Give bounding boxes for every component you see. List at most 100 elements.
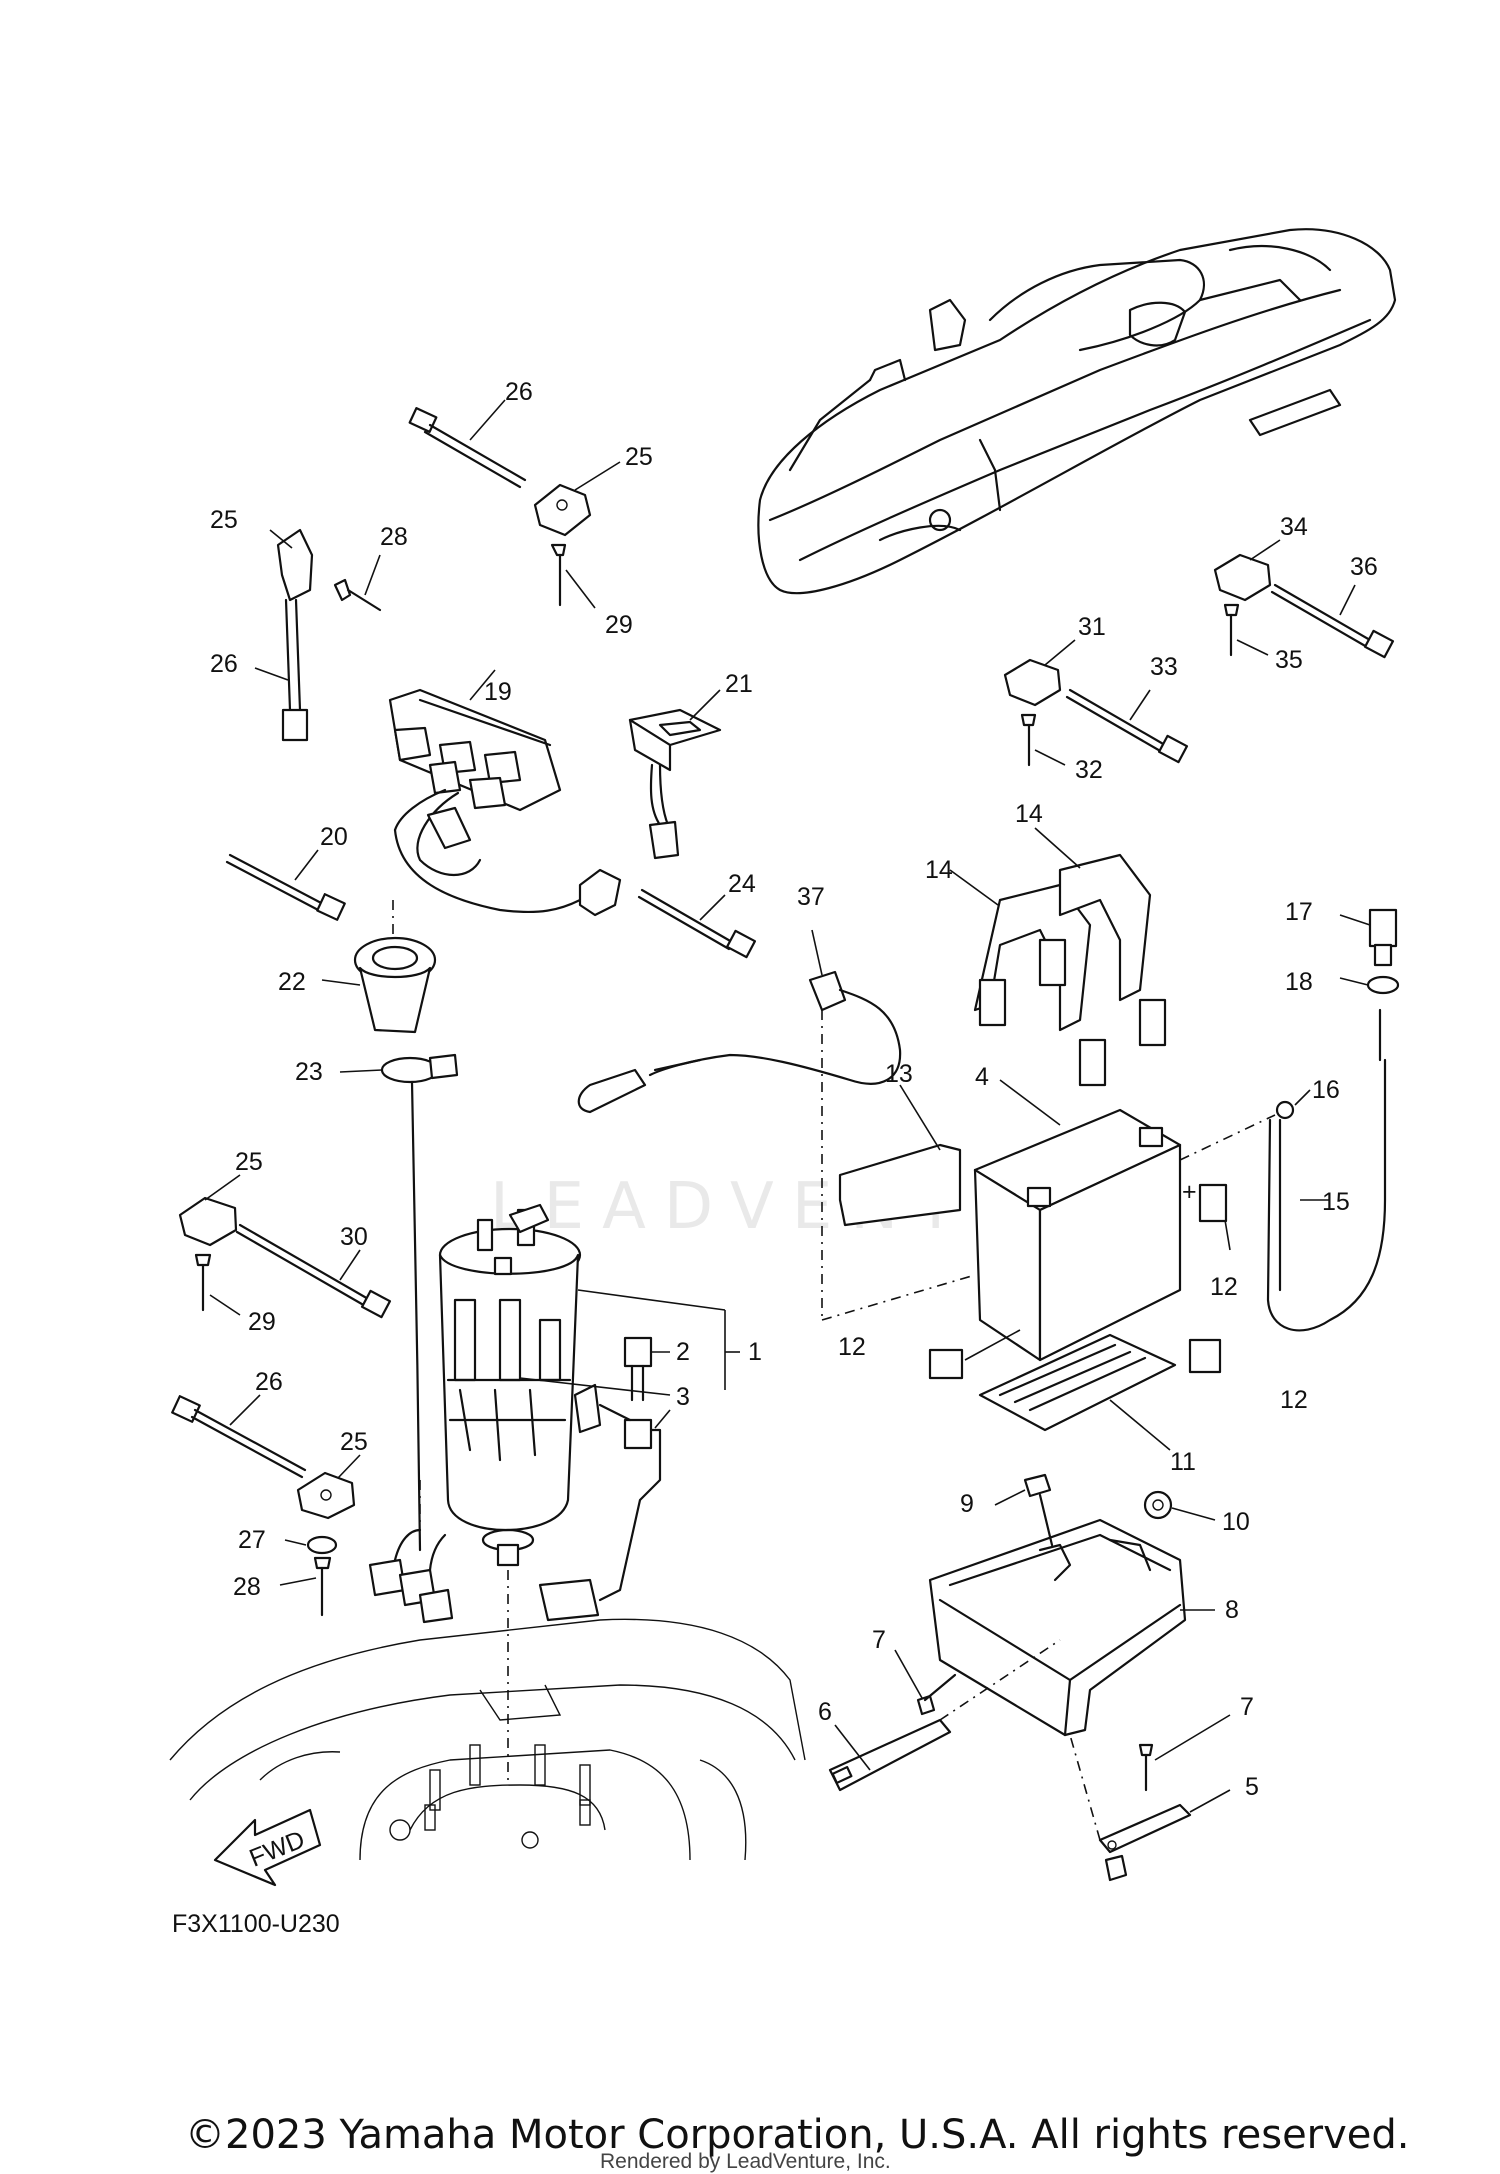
callout-1: 1 (748, 1338, 762, 1366)
part-29-screw-mid (194, 1253, 241, 1316)
diagram-code: F3X1100-U230 (172, 1910, 340, 1938)
harness-connectors (368, 1480, 454, 1624)
callout-25b: 25 (210, 506, 238, 534)
callout-28b: 28 (233, 1573, 261, 1601)
part-13-plate (838, 1084, 962, 1227)
callout-14b: 14 (925, 856, 953, 884)
breather-reference-line (1179, 1114, 1276, 1161)
callout-24: 24 (728, 870, 756, 898)
callout-18: 18 (1285, 968, 1313, 996)
callout-36: 36 (1350, 553, 1378, 581)
svg-text:+: + (1182, 1178, 1197, 1206)
part-6-bracket (828, 1639, 1061, 1792)
callout-7a: 7 (872, 1626, 886, 1654)
callout-25d: 25 (340, 1428, 368, 1456)
part-17-breather-fitting (1339, 908, 1398, 967)
callout-32: 32 (1075, 756, 1103, 784)
part-8-battery-box (928, 1518, 1215, 1737)
callout-31: 31 (1078, 613, 1106, 641)
fwd-arrow: FWD (213, 1808, 322, 1887)
callout-26a: 26 (505, 378, 533, 406)
part-33-cable-tie (1065, 688, 1189, 764)
callout-21: 21 (725, 670, 753, 698)
part-9-bolt (994, 1473, 1054, 1547)
rendered-by-notice: Rendered by LeadVenture, Inc. (600, 2150, 891, 2173)
part-28-screw-lower (279, 1556, 332, 1617)
part-2-connector (623, 1336, 670, 1402)
part-18-clamp (1339, 975, 1400, 1062)
callout-25c: 25 (235, 1148, 263, 1176)
callout-5: 5 (1245, 1773, 1259, 1801)
part-3-connector (519, 1377, 671, 1622)
callout-7b: 7 (1240, 1693, 1254, 1721)
callout-23: 23 (295, 1058, 323, 1086)
callout-30: 30 (340, 1223, 368, 1251)
callout-6: 6 (818, 1698, 832, 1726)
callout-34: 34 (1280, 513, 1308, 541)
part-35-screw (1223, 603, 1269, 657)
part-25-clamp-left (269, 528, 314, 602)
harness-wire (410, 1080, 422, 1552)
part-25-clamp-mid (178, 1174, 241, 1247)
callout-12b: 12 (838, 1333, 866, 1361)
part-26-cable-tie-lower (171, 1394, 307, 1479)
part-10-nut (1143, 1490, 1216, 1521)
part-5-bracket (1069, 1734, 1231, 1882)
callout-17: 17 (1285, 898, 1313, 926)
callout-9: 9 (960, 1490, 974, 1518)
part-26-cable-tie-top (408, 399, 527, 489)
part-7-screw-right (1138, 1714, 1231, 1792)
callout-29a: 29 (605, 611, 633, 639)
callout-22: 22 (278, 968, 306, 996)
part-34-clamp (1213, 539, 1281, 602)
callout-10: 10 (1222, 1508, 1250, 1536)
callout-12c: 12 (1280, 1386, 1308, 1414)
part-37-sensor (577, 929, 902, 1320)
part-7-screw-left (894, 1649, 957, 1716)
watercraft-illustration (757, 228, 1397, 595)
callout-13: 13 (885, 1060, 913, 1088)
copyright-notice: ©2023 Yamaha Motor Corporation, U.S.A. A… (185, 2112, 1410, 2158)
callout-8: 8 (1225, 1596, 1239, 1624)
part-36-cable-tie (1270, 583, 1395, 659)
battery-reference-line (821, 1274, 976, 1321)
callout-28a: 28 (380, 523, 408, 551)
part-27-washer (284, 1535, 338, 1555)
part-15-breather-hose (1266, 1058, 1387, 1332)
part-21-switch (628, 689, 722, 860)
part-4-battery: + (973, 1079, 1197, 1362)
callout-11: 11 (1170, 1448, 1196, 1476)
part-31-clamp (1003, 639, 1076, 707)
part-30-cable-tie (235, 1223, 392, 1319)
callout-14a: 14 (1015, 800, 1043, 828)
callout-33: 33 (1150, 653, 1178, 681)
part-25-clamp-top (533, 461, 621, 609)
callout-3: 3 (676, 1383, 690, 1411)
callout-19: 19 (484, 678, 512, 706)
callout-26b: 26 (210, 650, 238, 678)
callout-20: 20 (320, 823, 348, 851)
part-16-clip (1275, 1089, 1311, 1120)
part-25-clamp-lower (296, 1454, 361, 1520)
callout-27: 27 (238, 1526, 266, 1554)
part-14-battery-straps (949, 827, 1167, 1087)
callout-16: 16 (1312, 1076, 1340, 1104)
part-26-cable-tie-left (254, 598, 309, 742)
part-22-grommet (321, 936, 437, 1034)
callout-37: 37 (797, 883, 825, 911)
part-28-screw-top (333, 554, 382, 612)
part-23-hose-clamp (339, 1053, 459, 1084)
part-1-fuel-pump-assembly (438, 1203, 740, 1780)
part-32-screw (1020, 713, 1066, 767)
callout-35: 35 (1275, 646, 1303, 674)
callout-12a: 12 (1210, 1273, 1238, 1301)
part-20-cable-tie (225, 849, 346, 921)
fuel-tank-outline (169, 1618, 806, 1861)
callout-4: 4 (975, 1063, 989, 1091)
callout-2: 2 (676, 1338, 690, 1366)
callout-15: 15 (1322, 1188, 1350, 1216)
callout-numbers: 1 2 3 4 5 6 7 7 8 9 10 11 12 12 12 13 14… (172, 378, 1378, 1938)
part-19-fuel-pump-harness-box (388, 669, 622, 917)
callout-29b: 29 (248, 1308, 276, 1336)
